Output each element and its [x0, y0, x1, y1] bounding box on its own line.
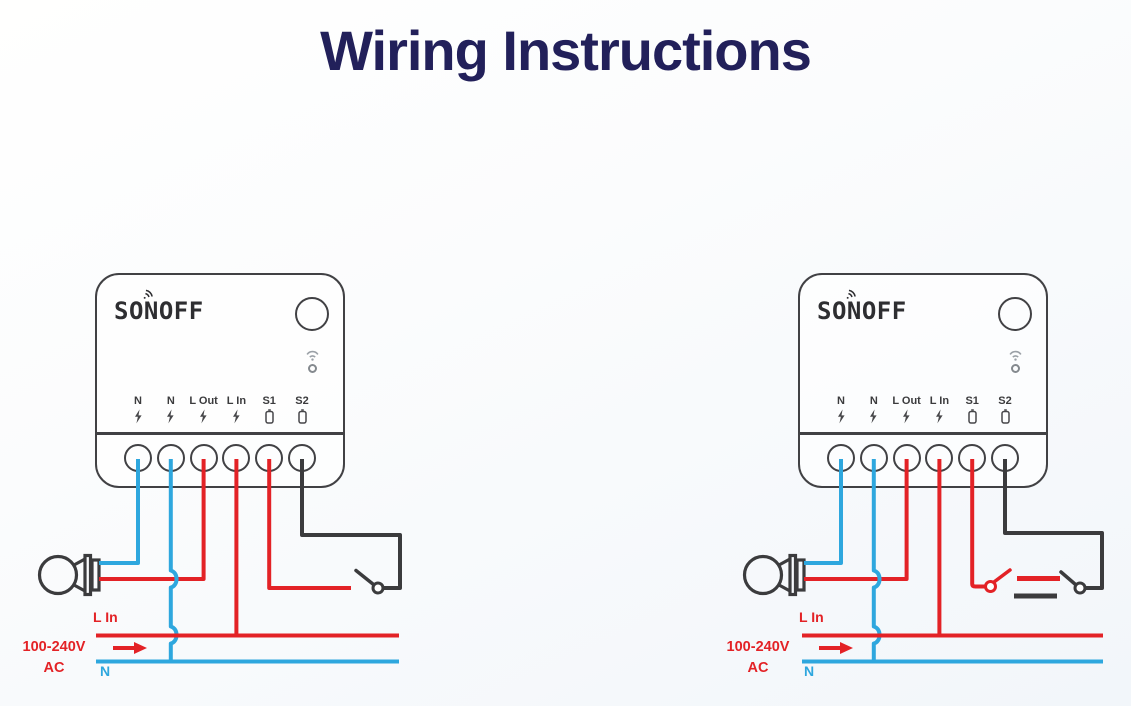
terminal-label: S2: [998, 395, 1012, 407]
terminal-label: S1: [262, 395, 276, 407]
terminal-label: N: [837, 395, 845, 407]
device-button: [295, 297, 329, 331]
terminal-s2: S2: [285, 394, 319, 424]
wifi-icon: [306, 350, 319, 361]
terminal-n2: N: [857, 394, 891, 424]
s2-switch-wire: [1003, 459, 1104, 590]
high-voltage-icon: [837, 409, 845, 424]
high-voltage-icon: [903, 409, 910, 424]
supply-label: 100-240V AC: [718, 637, 798, 679]
neutral-link-wire: [168, 459, 179, 662]
terminal-label: L Out: [189, 395, 218, 407]
sonoff-logo: SONOFF: [114, 289, 204, 325]
dry-contact-icon: [967, 409, 977, 424]
smart-switch-device: SONOFF N N L Out: [798, 273, 1048, 488]
sonoff-logo: SONOFF: [817, 289, 907, 325]
wiring-left: [37, 459, 402, 664]
terminal-n1: N: [121, 394, 155, 424]
supply-type-label: AC: [747, 660, 769, 676]
dry-contact-icon: [264, 409, 274, 424]
high-voltage-icon: [232, 409, 240, 424]
neutral-wire-to-lamp: [99, 459, 140, 565]
flow-arrow-icon: [819, 642, 853, 654]
terminal-s1: S1: [955, 394, 989, 424]
brand-text: SONOFF: [114, 297, 204, 325]
terminal-label: N: [869, 395, 878, 407]
terminal-lout: L Out: [187, 394, 221, 424]
supply-voltage-label: 100-240V: [22, 639, 86, 655]
terminal-lout: L Out: [890, 394, 924, 424]
s1-switch-wire: [970, 459, 985, 589]
terminal-n2: N: [154, 394, 188, 424]
terminal-label: N: [134, 395, 142, 407]
neutral-label: N: [100, 663, 111, 679]
lamp-icon: [742, 553, 806, 597]
sound-waves-icon: [846, 289, 856, 299]
terminal-label: S1: [965, 395, 979, 407]
neutral-link-wire: [871, 459, 882, 662]
high-voltage-icon: [935, 409, 943, 424]
high-voltage-icon: [200, 409, 207, 424]
terminal-label: L In: [929, 395, 950, 407]
neutral-wire-to-lamp: [804, 459, 843, 565]
led-indicator: [308, 364, 317, 373]
supply-label: 100-240V AC: [14, 637, 94, 679]
smart-switch-device: SONOFF N N L Out: [95, 273, 345, 488]
s1-switch-wire: [267, 459, 351, 590]
terminal-s2: S2: [988, 394, 1022, 424]
high-voltage-icon: [134, 409, 142, 424]
wiring-right: [742, 459, 1104, 664]
line-in-label: L In: [93, 609, 118, 625]
high-voltage-icon: [167, 409, 174, 424]
wifi-icon: [1009, 350, 1022, 361]
terminal-divider: [800, 432, 1046, 435]
page-title: Wiring Instructions: [320, 19, 812, 82]
dry-contact-icon: [1000, 409, 1010, 424]
sound-waves-icon: [143, 289, 153, 299]
wall-switch-2-icon: [1059, 570, 1087, 595]
terminal-lin: L In: [922, 394, 956, 424]
wall-switch-icon: [354, 568, 385, 595]
supply-voltage-label: 100-240V: [726, 639, 790, 655]
wall-switch-1-icon: [984, 568, 1012, 593]
terminal-label: S2: [295, 395, 309, 407]
terminal-label: N: [166, 395, 175, 407]
flow-arrow-icon: [113, 642, 147, 654]
terminal-s1: S1: [252, 394, 286, 424]
brand-text: SONOFF: [817, 297, 907, 325]
supply-type-label: AC: [43, 660, 65, 676]
lamp-icon: [37, 553, 101, 597]
device-button: [998, 297, 1032, 331]
neutral-label: N: [804, 663, 815, 679]
dry-contact-icon: [297, 409, 307, 424]
live-out-wire-to-lamp: [804, 459, 909, 581]
terminal-label: L Out: [892, 395, 921, 407]
live-out-wire-to-lamp: [99, 459, 206, 581]
terminal-label: L In: [226, 395, 247, 407]
s2-switch-wire: [300, 459, 402, 590]
terminal-lin: L In: [219, 394, 253, 424]
terminal-n1: N: [824, 394, 858, 424]
led-indicator: [1011, 364, 1020, 373]
high-voltage-icon: [870, 409, 877, 424]
terminal-divider: [97, 432, 343, 435]
line-in-label: L In: [799, 609, 824, 625]
